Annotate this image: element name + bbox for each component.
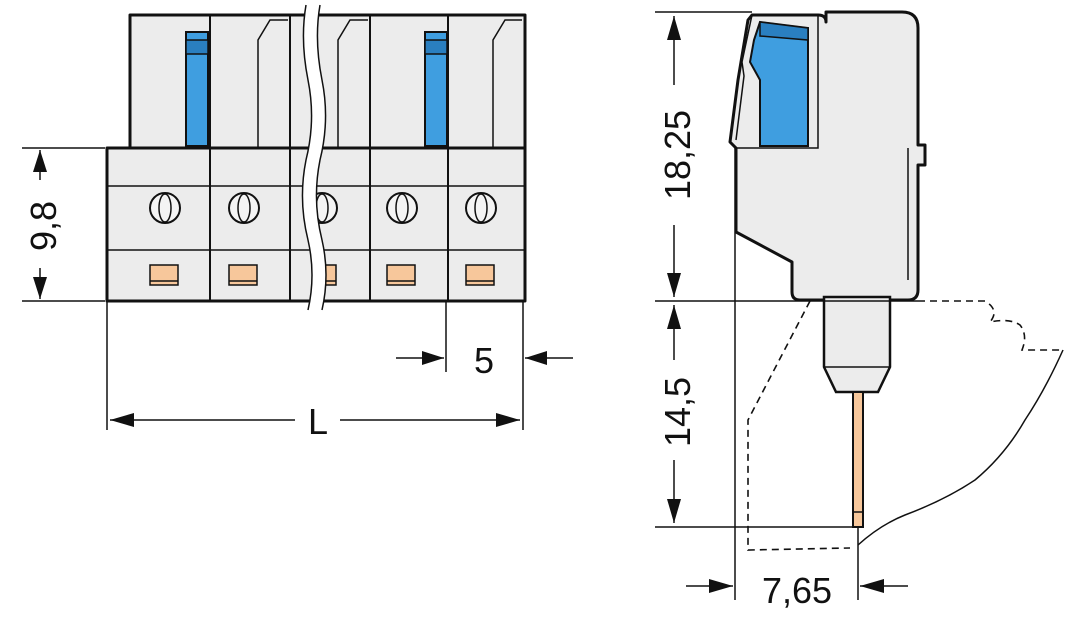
dimension-pin-length: 14,5: [655, 305, 860, 528]
pin-holder: [822, 295, 892, 394]
front-view: 9,8 5 L: [22, 4, 573, 442]
dimension-height-front: 9,8: [22, 147, 105, 302]
dimension-pin-offset: 7,65: [686, 148, 908, 611]
side-view: 18,25 14,5 7,65: [655, 10, 1064, 611]
dimension-label-height-front: 9,8: [23, 201, 64, 251]
release-lever: [185, 31, 209, 147]
solder-pin: [852, 391, 864, 528]
dimension-label-pin-length: 14,5: [657, 377, 698, 447]
release-lever: [748, 20, 809, 147]
contact-pads: [149, 264, 495, 286]
pcb-outline: [747, 300, 851, 551]
release-lever: [424, 31, 448, 147]
dimension-pitch: 5: [396, 302, 573, 430]
dimension-height-side: 18,25: [655, 11, 918, 302]
dimension-label-length: L: [308, 401, 328, 442]
dimension-label-height-side: 18,25: [657, 110, 698, 200]
dimension-length: L: [106, 302, 520, 442]
dimension-label-pitch: 5: [474, 340, 494, 381]
dimension-label-pin-offset: 7,65: [762, 570, 832, 611]
